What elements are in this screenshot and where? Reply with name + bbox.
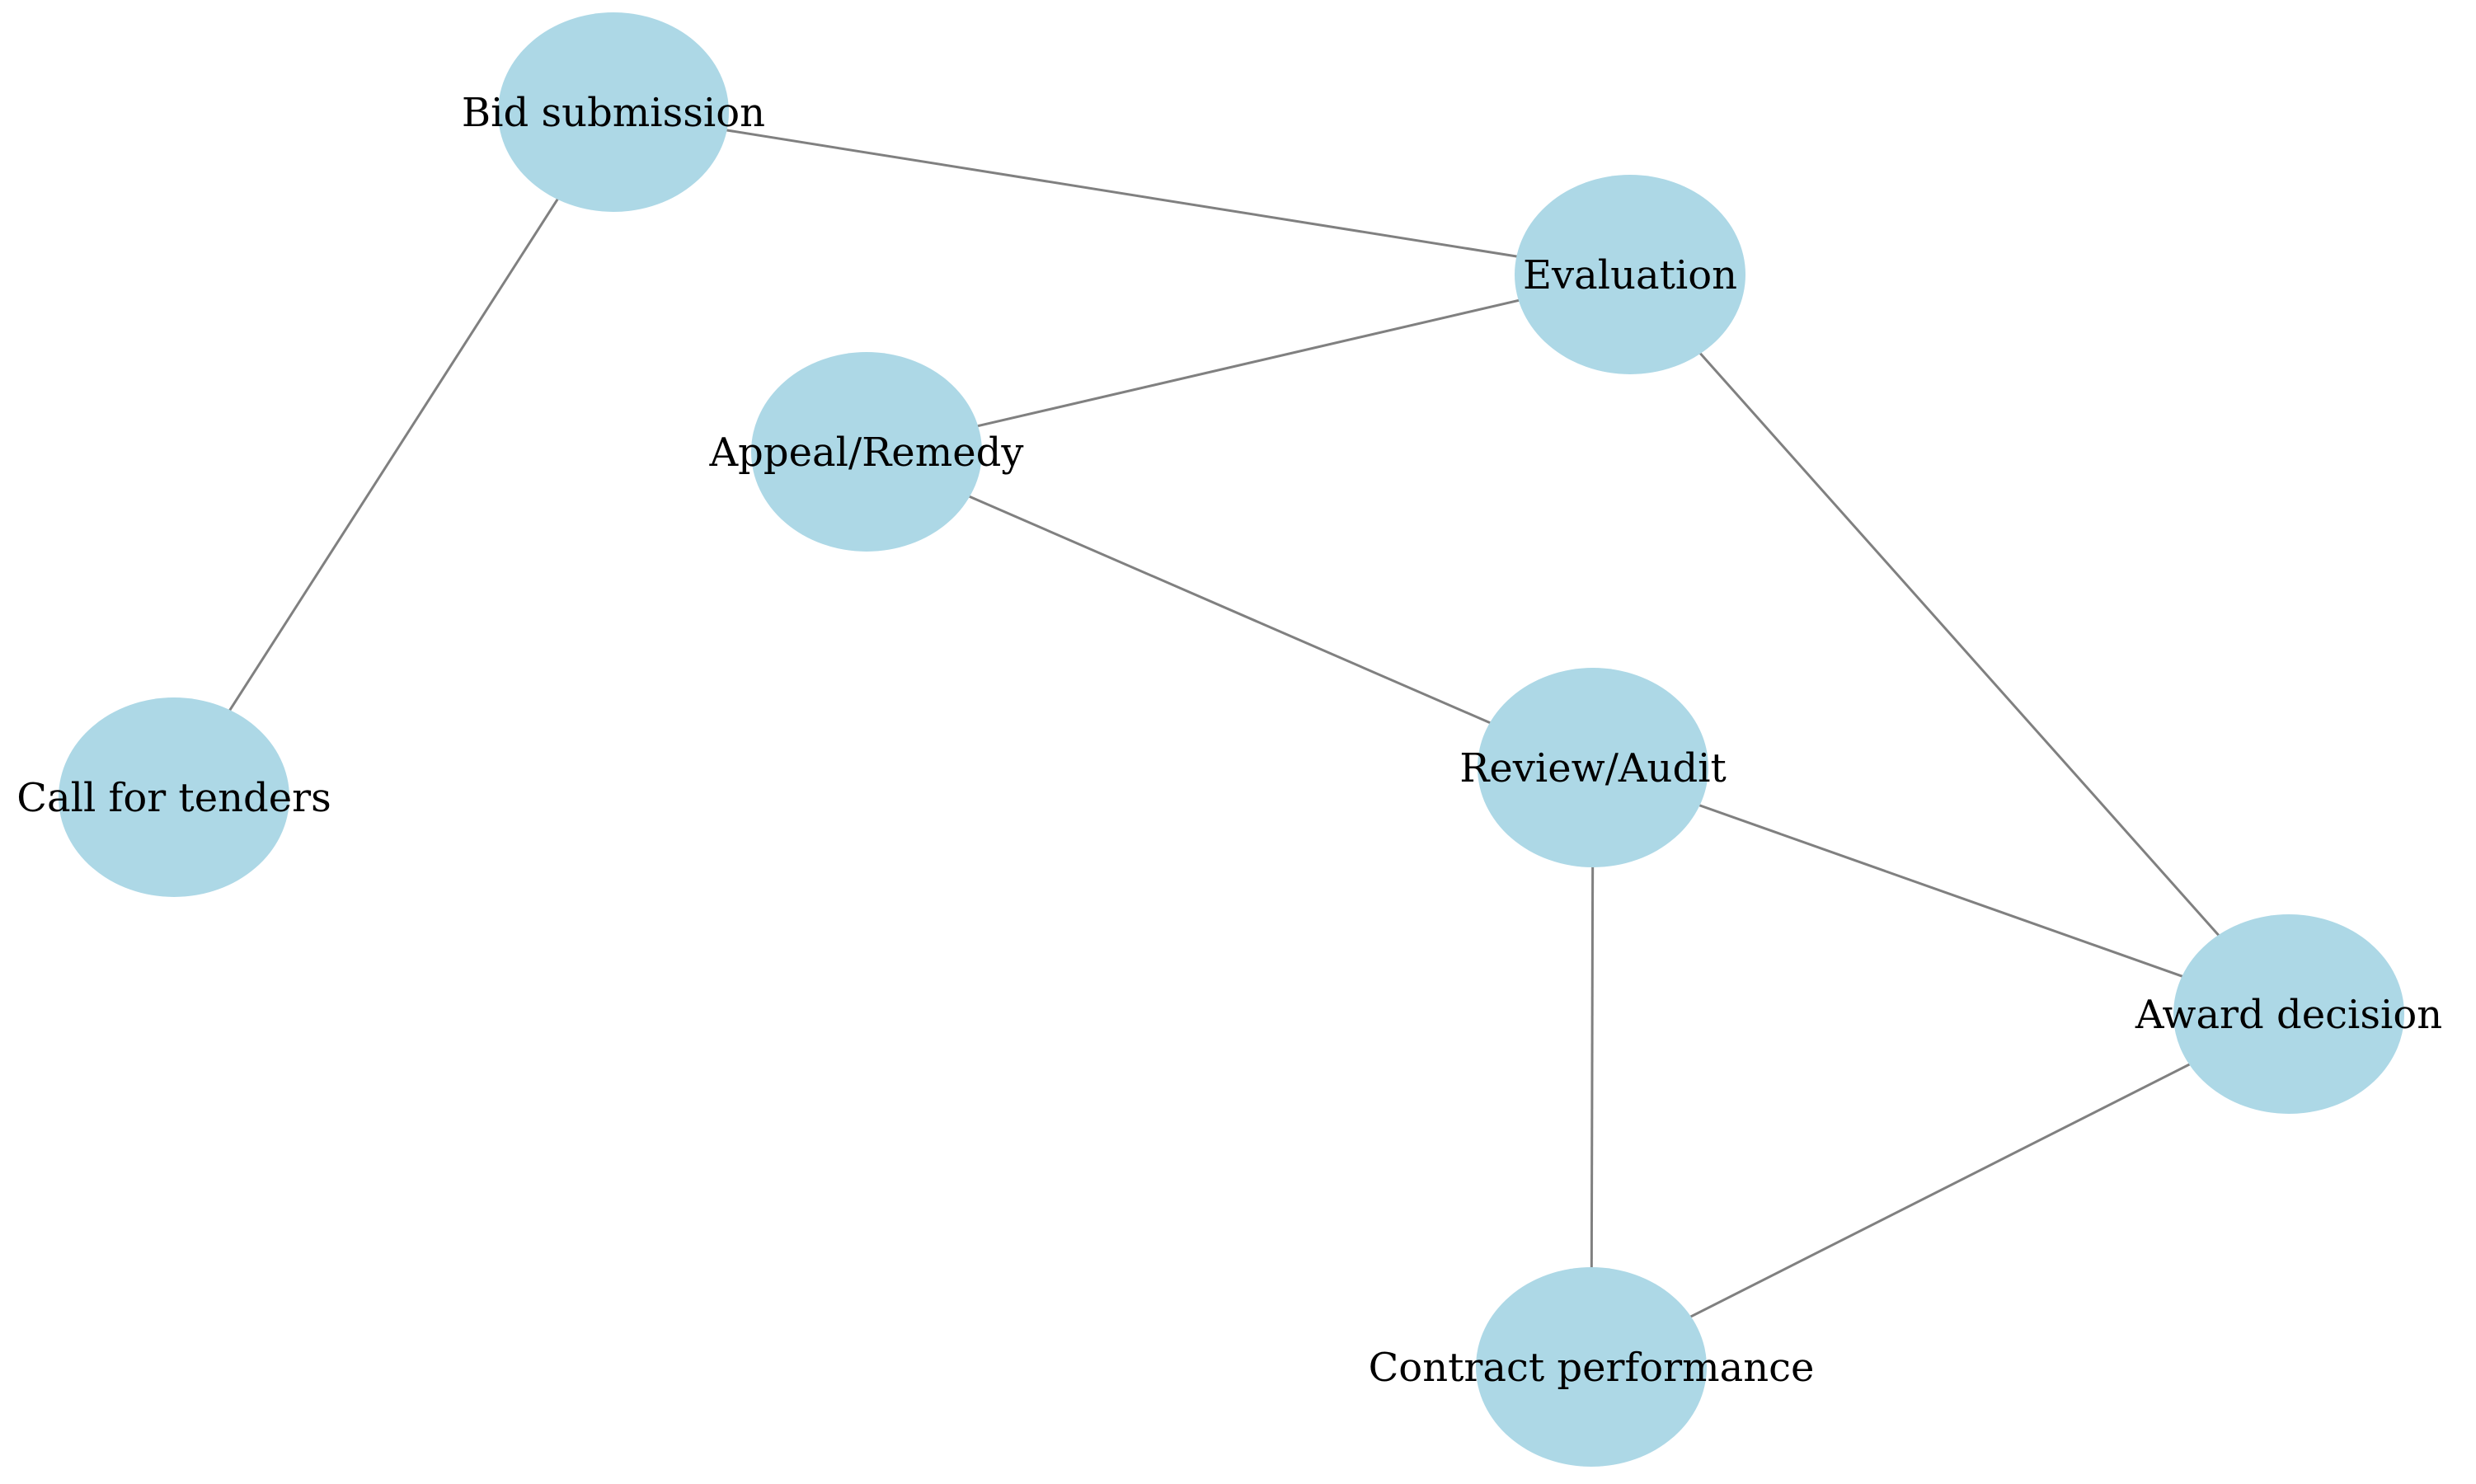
node-label-bid-submission: Bid submission	[462, 90, 765, 136]
node-label-evaluation: Evaluation	[1523, 252, 1737, 298]
edge-contract-performance--award-decision	[1590, 1012, 2290, 1369]
node-evaluation	[1515, 175, 1745, 374]
node-label-call-for-tenders: Call for tenders	[16, 775, 331, 821]
node-bid-submission	[498, 12, 729, 212]
node-label-review-audit: Review/Audit	[1459, 745, 1727, 791]
edge-bid-submission--call-for-tenders	[172, 111, 615, 798]
edge-review-audit--contract-performance	[1590, 767, 1595, 1368]
node-award-decision	[2173, 914, 2404, 1114]
edge-evaluation--award-decision	[1628, 274, 2290, 1015]
node-label-contract-performance: Contract performance	[1369, 1345, 1815, 1391]
node-appeal-remedy	[751, 352, 982, 552]
node-label-appeal-remedy: Appeal/Remedy	[709, 430, 1024, 476]
edge-appeal-remedy--review-audit	[866, 450, 1594, 769]
node-call-for-tenders	[59, 697, 289, 897]
node-review-audit	[1478, 668, 1708, 867]
node-label-award-decision: Award decision	[2135, 992, 2442, 1038]
edge-bid-submission--evaluation	[613, 110, 1631, 276]
edge-appeal-remedy--evaluation	[866, 273, 1631, 453]
node-contract-performance	[1476, 1267, 1707, 1467]
edge-review-audit--award-decision	[1592, 766, 2290, 1016]
